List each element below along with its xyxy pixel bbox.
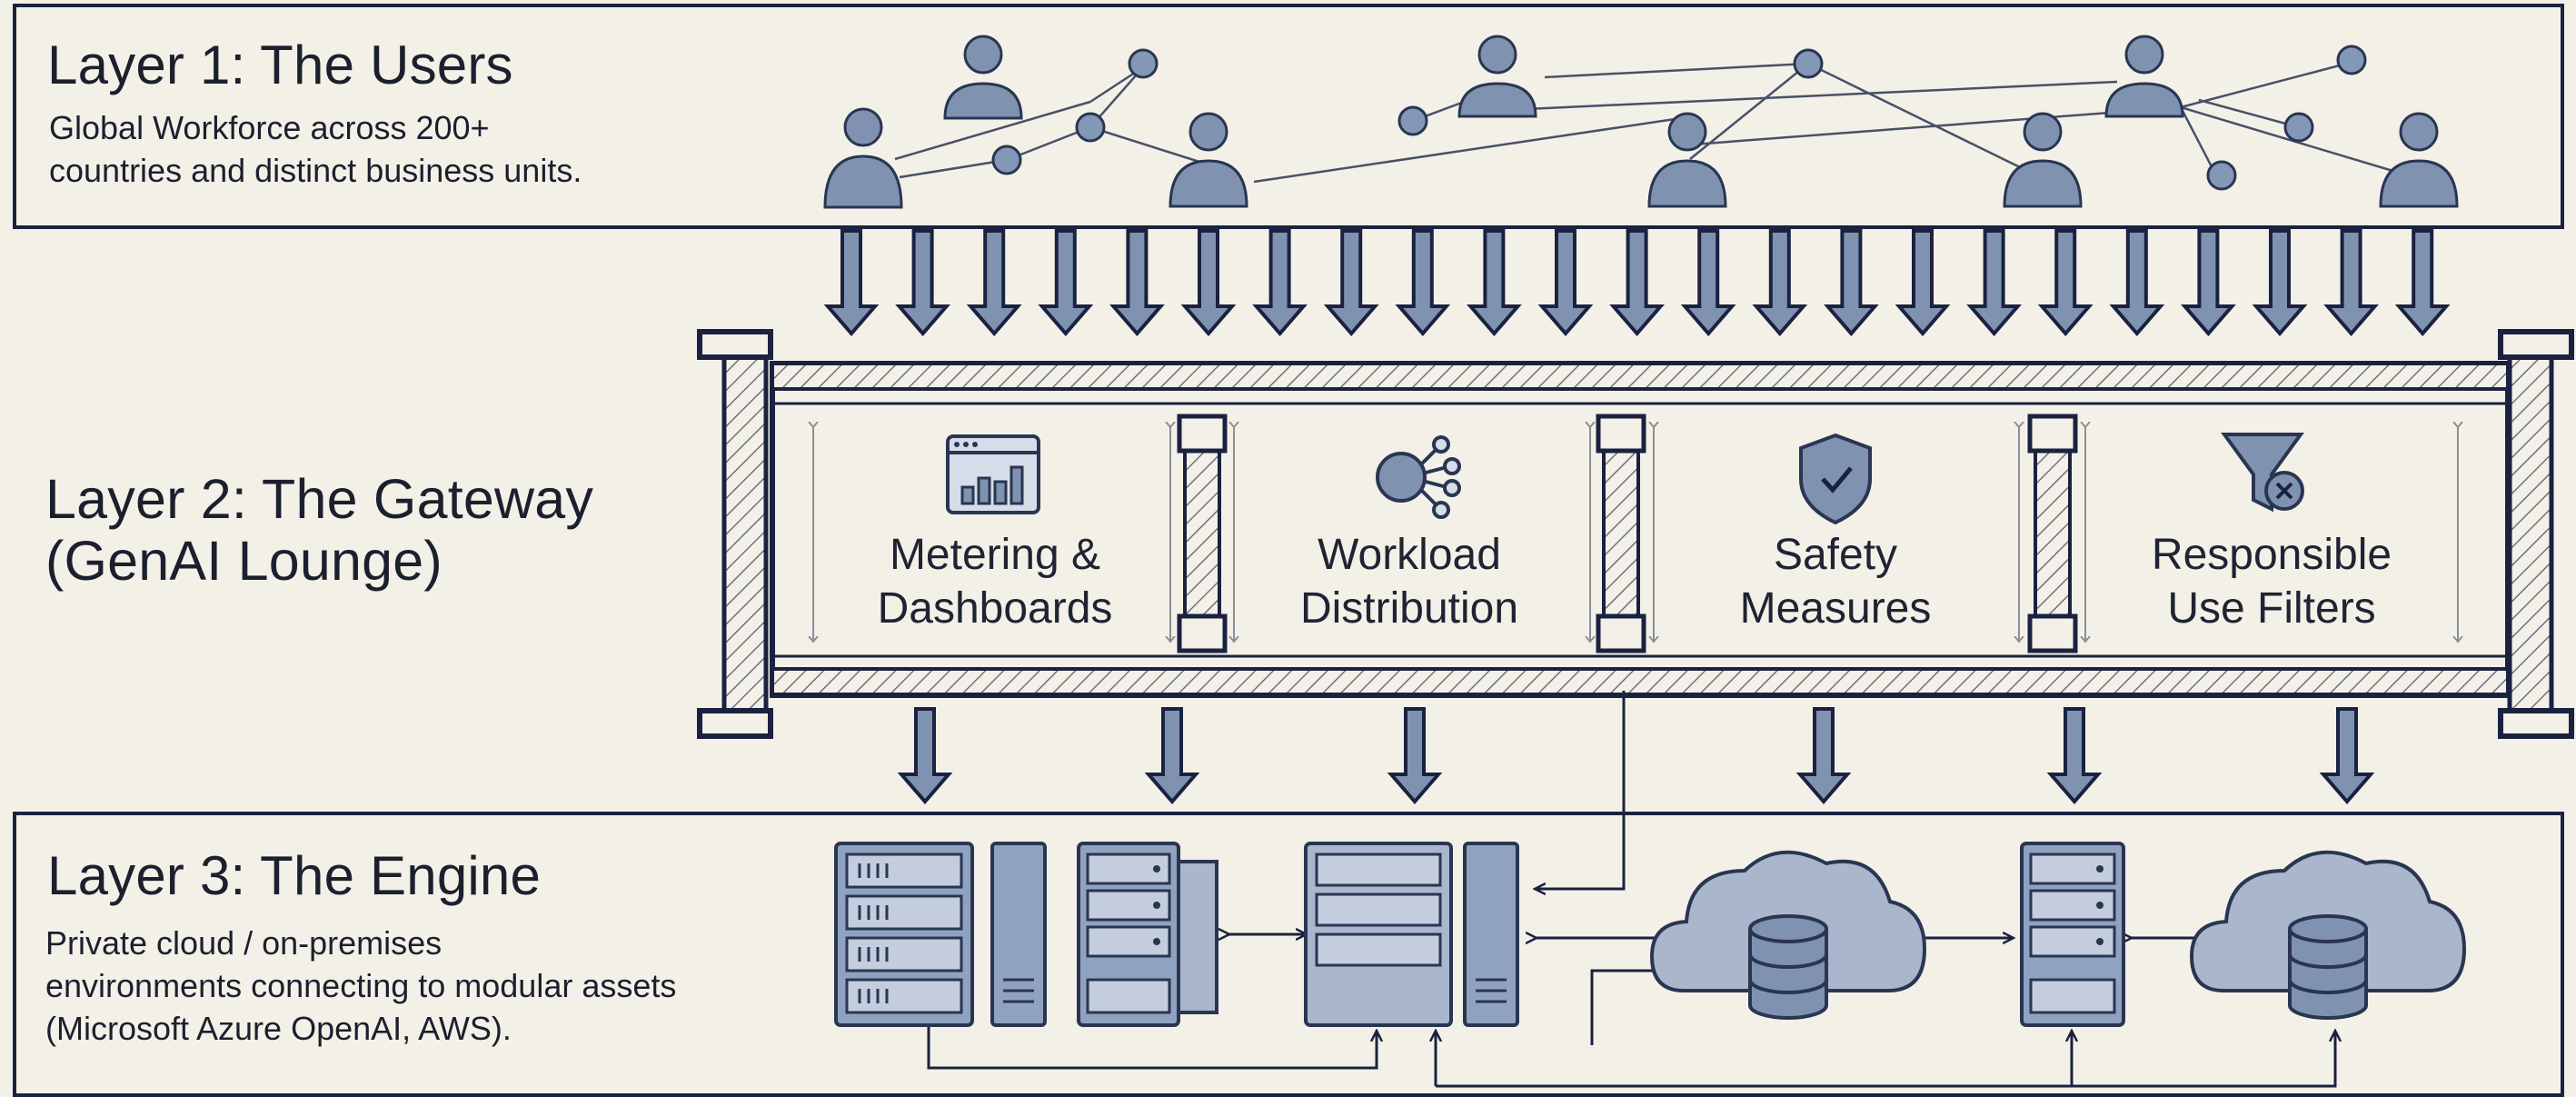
layer1-title: Layer 1: The Users [47, 35, 513, 95]
module-workload-distribution: Workload Distribution [1245, 529, 1574, 635]
flow-arrow [966, 229, 1022, 337]
server-rack-icon [834, 842, 1047, 1027]
flow-arrow [1144, 707, 1200, 805]
network-nodes [991, 45, 2367, 191]
module-label-line: Dashboards [877, 583, 1113, 633]
user-person-icon [1169, 112, 1248, 208]
flow-arrow [1467, 229, 1522, 337]
module-responsible-use-filters: Responsible Use Filters [2099, 529, 2444, 635]
distribution-nodes-icon [1376, 435, 1461, 519]
user-figures [823, 35, 2459, 209]
shield-check-icon [1799, 433, 1872, 525]
flow-arrow [1038, 229, 1094, 337]
layer3-box [13, 812, 2564, 1097]
user-network-lines [894, 60, 2400, 184]
cloud-database-icon [2189, 850, 2467, 1020]
module-label-line: Distribution [1299, 583, 1519, 633]
flow-arrow [1966, 229, 2022, 337]
layer1-description: Global Workforce across 200+ countries a… [49, 107, 582, 193]
server-rack-icon [1077, 842, 1218, 1027]
layer1-description-line: Global Workforce across 200+ [49, 109, 490, 146]
module-label-line: Workload [1318, 531, 1501, 579]
module-label-line: Responsible [2151, 531, 2392, 579]
flow-arrow [1180, 229, 1237, 337]
flow-arrow [2181, 229, 2236, 337]
flow-arrow [2323, 229, 2379, 337]
flow-arrow [1895, 229, 1951, 337]
user-person-icon [2379, 112, 2459, 208]
flow-arrow [2394, 229, 2451, 337]
module-label-line: Use Filters [2167, 583, 2376, 633]
flow-arrow [1680, 229, 1736, 337]
flow-arrow [1795, 707, 1852, 805]
flow-arrow [2046, 707, 2103, 805]
flow-arrow [897, 707, 953, 805]
flow-arrow [1609, 229, 1665, 337]
flow-arrow [2109, 229, 2165, 337]
layer3-title: Layer 3: The Engine [47, 845, 542, 906]
module-metering-dashboards: Metering & Dashboards [836, 529, 1154, 635]
layer3-description-line: environments connecting to modular asset… [45, 966, 677, 1004]
server-rack-icon [1304, 842, 1519, 1027]
layer2-title-line: (GenAI Lounge) [45, 530, 443, 593]
flow-arrow [2319, 707, 2375, 805]
flow-arrow [1824, 229, 1879, 337]
gateway-frame [697, 329, 2574, 739]
layer2-title: Layer 2: The Gateway (GenAI Lounge) [45, 468, 593, 593]
cloud-database-icon [1649, 850, 1927, 1020]
user-person-icon [1457, 35, 1537, 118]
user-person-icon [1647, 112, 1727, 208]
layer3-description: Private cloud / on-premises environments… [45, 922, 676, 1050]
server-rack-icon [2020, 842, 2125, 1027]
flow-arrow [1387, 707, 1443, 805]
layer3-description-line: (Microsoft Azure OpenAI, AWS). [45, 1009, 512, 1047]
module-label-line: Safety [1773, 531, 1898, 579]
dashboard-chart-icon [946, 434, 1040, 514]
module-label-line: Measures [1739, 583, 1932, 633]
user-person-icon [2003, 112, 2083, 208]
flow-arrow [1752, 229, 1808, 337]
user-person-icon [2104, 35, 2184, 118]
flow-arrow [1109, 229, 1165, 337]
flow-arrow [2037, 229, 2094, 337]
gateway-to-engine-arrows [897, 707, 2375, 805]
user-person-icon [823, 107, 903, 209]
layer2-title-line: Layer 2: The Gateway [45, 468, 594, 530]
layer1-box [13, 4, 2564, 229]
flow-arrow [895, 229, 950, 337]
flow-arrow [1537, 229, 1594, 337]
layer3-description-line: Private cloud / on-premises [45, 924, 443, 962]
module-label-line: Metering & [889, 531, 1101, 579]
flow-arrow [1395, 229, 1451, 337]
funnel-filter-icon [2221, 433, 2304, 513]
user-to-gateway-arrows [823, 229, 2451, 337]
flow-arrow [1252, 229, 1308, 337]
user-person-icon [943, 35, 1023, 120]
flow-arrow [1323, 229, 1379, 337]
module-safety-measures: Safety Measures [1667, 529, 2004, 635]
flow-arrow [2252, 229, 2308, 337]
flow-arrow [823, 229, 880, 337]
layer1-description-line: countries and distinct business units. [49, 151, 582, 189]
